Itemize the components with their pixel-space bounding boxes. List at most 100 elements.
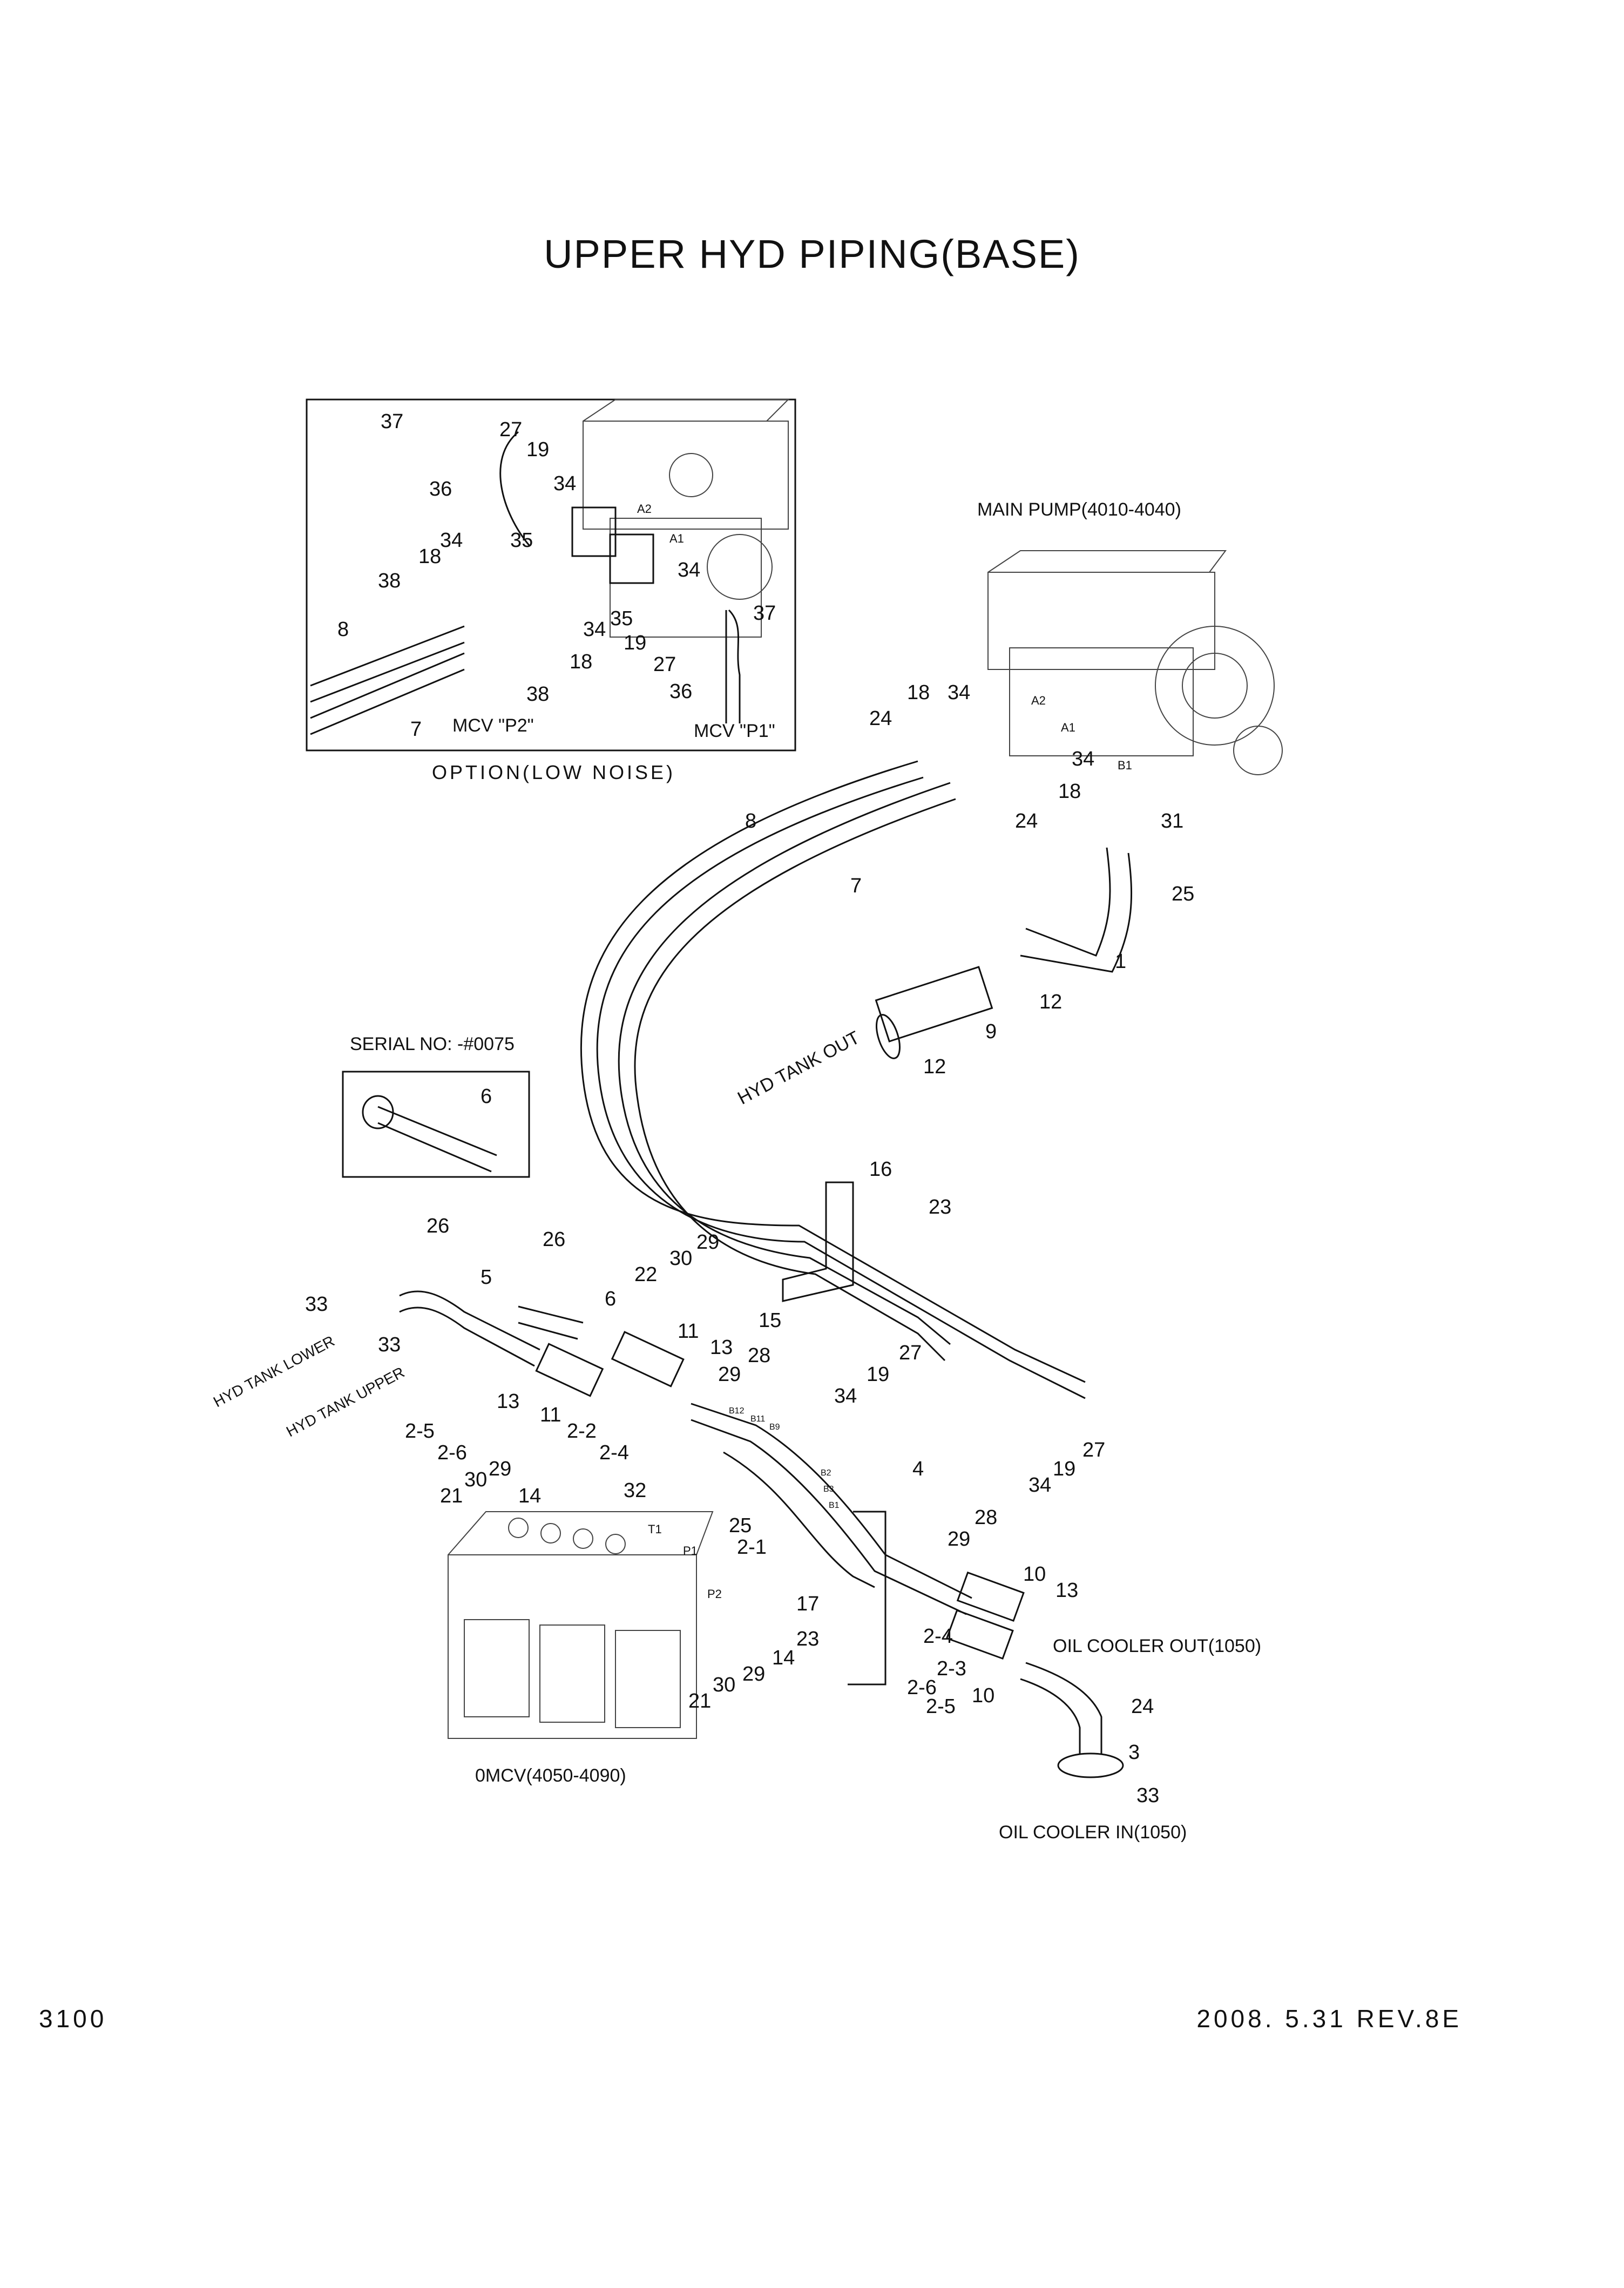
- inset-mcv-p1-label: MCV "P1": [694, 721, 775, 741]
- callout-24: 24: [869, 707, 892, 730]
- revision-date: 2008. 5.31 REV.8E: [1196, 2005, 1462, 2033]
- callout-34: 34: [1072, 748, 1095, 770]
- mcv-sketch: [448, 1511, 714, 1739]
- oil-cooler-out-label: OIL COOLER OUT(1050): [1053, 1636, 1262, 1656]
- callout-19: 19: [867, 1363, 890, 1386]
- callout-17: 17: [796, 1593, 820, 1615]
- callout-26: 26: [427, 1215, 450, 1237]
- serial-pipe-6: [362, 1095, 497, 1173]
- tank-pipes-5-6: [399, 1290, 685, 1397]
- port-a2: A2: [1031, 694, 1046, 707]
- inset-callout: 27: [499, 418, 523, 441]
- callout-2-4: 2-4: [923, 1625, 953, 1648]
- inset-callout: 18: [418, 545, 442, 568]
- mcv-label: 0MCV(4050-4090): [475, 1765, 626, 1786]
- callout-28: 28: [975, 1506, 998, 1529]
- inset-callout: 34: [678, 559, 701, 581]
- callout-2-5: 2-5: [926, 1695, 956, 1718]
- inset-callout: 37: [381, 410, 404, 433]
- port-b1: B1: [1118, 759, 1132, 772]
- callout-10: 10: [972, 1684, 995, 1707]
- callout-26: 26: [543, 1228, 566, 1251]
- inset-callout: 36: [429, 478, 452, 500]
- callout-13: 13: [710, 1336, 733, 1359]
- port-t1: T1: [648, 1522, 662, 1536]
- callout-2-4: 2-4: [599, 1441, 629, 1464]
- inset-hoses: [310, 431, 741, 735]
- callout-2-6: 2-6: [437, 1441, 467, 1464]
- callout-30: 30: [713, 1674, 736, 1696]
- callout-29: 29: [948, 1528, 971, 1551]
- inset-callout: 38: [378, 570, 401, 592]
- port-b1-mcv: B1: [829, 1501, 840, 1510]
- inset-callout: 19: [624, 632, 647, 654]
- callout-29: 29: [718, 1363, 741, 1386]
- port-b2: B2: [821, 1468, 831, 1478]
- callout-1: 1: [1115, 950, 1127, 973]
- callout-12: 12: [1039, 991, 1063, 1013]
- bracket-17: [848, 1511, 887, 1685]
- suction-pipe-1: [875, 847, 1133, 1059]
- port-b12: B12: [729, 1406, 745, 1416]
- callout-27: 27: [899, 1342, 922, 1364]
- callout-11: 11: [678, 1320, 699, 1343]
- callout-2-1: 2-1: [737, 1536, 767, 1559]
- main-pump-label: MAIN PUMP(4010-4040): [977, 499, 1181, 520]
- callout-10: 10: [1023, 1563, 1046, 1586]
- inset-callout: 18: [570, 651, 593, 673]
- callout-23: 23: [929, 1196, 952, 1219]
- callout-24: 24: [1015, 810, 1038, 832]
- page-number: 3100: [39, 2005, 107, 2033]
- inset-caption: OPTION(LOW NOISE): [432, 761, 676, 783]
- callout-9: 9: [985, 1020, 997, 1043]
- callout-5: 5: [481, 1266, 492, 1289]
- inset-callout: 36: [669, 680, 693, 703]
- hoses-7-8: [580, 760, 1086, 1399]
- callout-24: 24: [1131, 1695, 1154, 1718]
- callout-33: 33: [378, 1333, 401, 1356]
- oil-cooler-in-label: OIL COOLER IN(1050): [999, 1822, 1187, 1843]
- inset-mcv-p2-label: MCV "P2": [452, 715, 534, 736]
- callout-12: 12: [923, 1055, 946, 1078]
- callout-13: 13: [497, 1390, 520, 1413]
- callout-18: 18: [1058, 780, 1081, 803]
- callout-2-5: 2-5: [405, 1420, 435, 1443]
- inset-callout: 37: [753, 602, 776, 625]
- inset-callout: 34: [440, 529, 463, 552]
- port-b11: B11: [750, 1414, 766, 1424]
- callout-34: 34: [834, 1385, 857, 1407]
- callout-34: 34: [948, 681, 971, 704]
- callout-21: 21: [688, 1690, 712, 1712]
- callout-32: 32: [624, 1479, 647, 1502]
- callout-18: 18: [907, 681, 930, 704]
- callout-4: 4: [912, 1458, 924, 1480]
- inset-port-a1: A1: [669, 532, 684, 545]
- callout-28: 28: [748, 1344, 771, 1367]
- callout-25: 25: [729, 1514, 752, 1537]
- inset-callout: 35: [510, 529, 533, 552]
- inset-callout: 34: [583, 618, 606, 641]
- callout-30: 30: [669, 1247, 693, 1270]
- callout-16: 16: [869, 1158, 892, 1181]
- serial-callout: 6: [481, 1085, 492, 1108]
- bracket-16: [782, 1181, 854, 1302]
- callout-33: 33: [1136, 1784, 1160, 1807]
- callout-29: 29: [696, 1231, 720, 1254]
- inset-callout: 19: [526, 438, 550, 461]
- serial-frame: [342, 1071, 530, 1178]
- inset-callout: 38: [526, 683, 550, 706]
- callout-2-3: 2-3: [937, 1657, 966, 1680]
- callout-3: 3: [1128, 1741, 1140, 1764]
- callout-21: 21: [440, 1485, 463, 1507]
- inset-pump-sketch: [583, 399, 790, 638]
- callout-14: 14: [518, 1485, 542, 1507]
- callout-25: 25: [1172, 883, 1195, 905]
- callout-33: 33: [305, 1293, 328, 1316]
- oil-cooler-pipe-3: [1020, 1662, 1124, 1778]
- callout-7: 7: [850, 875, 862, 897]
- callout-11: 11: [540, 1404, 561, 1426]
- port-p1: P1: [683, 1544, 698, 1558]
- callout-22: 22: [634, 1263, 658, 1286]
- callout-8: 8: [745, 810, 757, 832]
